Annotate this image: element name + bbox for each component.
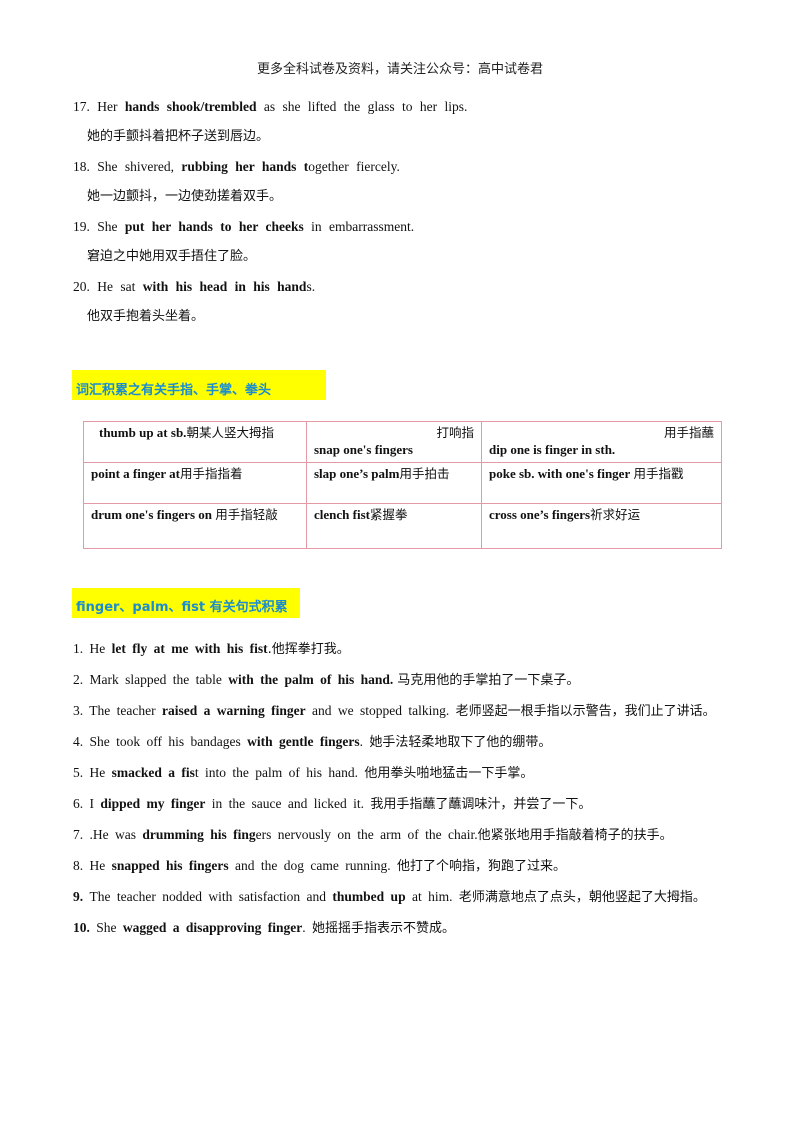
sentence-phrase: dipped my finger [100,796,206,811]
sentence-item: 2. Mark slapped the table with the palm … [73,665,733,696]
sentence-text: Mark slapped the table [89,672,229,687]
sentence-phrase: let fly at me with his fist [111,641,268,656]
sentence-number: 7. [73,827,90,842]
table-cell: point a finger at用手指指着 [83,462,307,504]
sentence-phrase: thumbed up [332,889,406,904]
sentence-translation: 老师满意地点了点头，朝他竖起了大拇指。 [458,890,706,905]
sentence-text: The teacher nodded with satisfaction and [89,889,333,904]
sentence-text: t into the palm of his hand. [194,765,365,780]
sentence-number: 8. [73,858,90,873]
sentence-item: 4. She took off his bandages with gentle… [73,727,733,758]
sentence-translation: 老师竖起一根手指以示警告，我们止了讲话。 [455,704,716,719]
table-cell: slap one’s palm用手拍击 [306,462,482,504]
sentence-text: and the dog came running. [228,858,398,873]
sentence-phrase: drumming his fing [142,827,256,842]
top-list: 17. Her hands shook/trembled as she lift… [73,92,733,332]
sentence-text: He [89,765,112,780]
section-title-sentences: finger、palm、fist 有关句式积累 [72,588,300,618]
list-item: 17. Her hands shook/trembled as she lift… [73,99,468,144]
sentence-number: 2. [73,672,90,687]
sentence-phrase: snapped his fingers [111,858,229,873]
sentence-phrase: raised a warning finger [161,703,306,718]
section-title-vocab: 词汇积累之有关手指、手掌、拳头 [72,370,326,400]
sentence-item: 10. She wagged a disapproving finger. 她摇… [73,913,733,944]
table-row: drum one's fingers on 用手指轻敲 clench fist紧… [83,503,722,549]
sentence-text: The teacher [89,703,162,718]
sentence-number: 10. [73,920,97,935]
sentence-item: 6. I dipped my finger in the sauce and l… [73,789,733,820]
sentence-number: 1. [73,641,90,656]
sentence-number: 3. [73,703,90,718]
sentence-text: She took off his bandages [89,734,248,749]
sentence-phrase: smacked a fis [111,765,195,780]
sentence-item: 9. The teacher nodded with satisfaction … [73,882,733,913]
sentence-item: 1. He let fly at me with his fist.他挥拳打我。 [73,634,733,665]
sentence-text: .He was [89,827,143,842]
sentence-text: and we stopped talking. [305,703,456,718]
sentence-list: 1. He let fly at me with his fist.他挥拳打我。… [73,634,733,944]
sentence-text: . [359,734,370,749]
table-cell: poke sb. with one's finger 用手指戳 [481,462,722,504]
list-item: 18. She shivered, rubbing her hands toge… [73,159,400,204]
list-item: 19. She put her hands to her cheeks in e… [73,219,415,264]
sentence-translation: 她摇摇手指表示不赞成。 [312,921,456,936]
sentence-text: He [89,641,112,656]
sentence-item: 3. The teacher raised a warning finger a… [73,696,733,727]
list-item: 20. He sat with his head in his hands. 他… [73,279,316,324]
table-cell: cross one’s fingers祈求好运 [481,503,722,549]
page-header: 更多全科试卷及资料，请关注公众号：高中试卷君 [256,62,543,77]
sentence-translation: 她手法轻柔地取下了他的绷带。 [369,735,552,750]
table-cell: thumb up at sb.朝某人竖大拇指 [83,421,307,463]
table-cell: clench fist紧握拳 [306,503,482,549]
sentence-text: I [89,796,101,811]
table-cell: drum one's fingers on 用手指轻敲 [83,503,307,549]
sentence-number: 9. [73,889,90,904]
sentence-phrase: with gentle fingers [247,734,360,749]
sentence-translation: 他用拳头啪地猛击一下手掌。 [364,766,534,781]
sentence-text: at him. [405,889,459,904]
sentence-number: 4. [73,734,90,749]
sentence-text: ers nervously on the arm of the chair. [255,827,478,842]
sentence-item: 8. He snapped his fingers and the dog ca… [73,851,733,882]
sentence-text: . [302,920,313,935]
sentence-number: 6. [73,796,90,811]
sentence-phrase: wagged a disapproving finger [122,920,303,935]
sentence-number: 5. [73,765,90,780]
sentence-text: in the sauce and licked it. [205,796,371,811]
sentence-translation: 马克用他的手掌拍了一下桌子。 [393,673,580,688]
sentence-item: 7. .He was drumming his fingers nervousl… [73,820,733,851]
sentence-text: She [96,920,123,935]
table-row: point a finger at用手指指着 slap one’s palm用手… [83,462,722,504]
sentence-text: He [89,858,112,873]
sentence-translation: .他挥拳打我。 [267,642,350,657]
sentence-translation: 他紧张地用手指敲着椅子的扶手。 [477,828,673,843]
sentence-translation: 我用手指蘸了蘸调味汁，并尝了一下。 [370,797,592,812]
sentence-translation: 他打了个响指，狗跑了过来。 [397,859,567,874]
sentence-phrase: with the palm of his hand. [228,672,394,687]
sentence-item: 5. He smacked a fist into the palm of hi… [73,758,733,789]
